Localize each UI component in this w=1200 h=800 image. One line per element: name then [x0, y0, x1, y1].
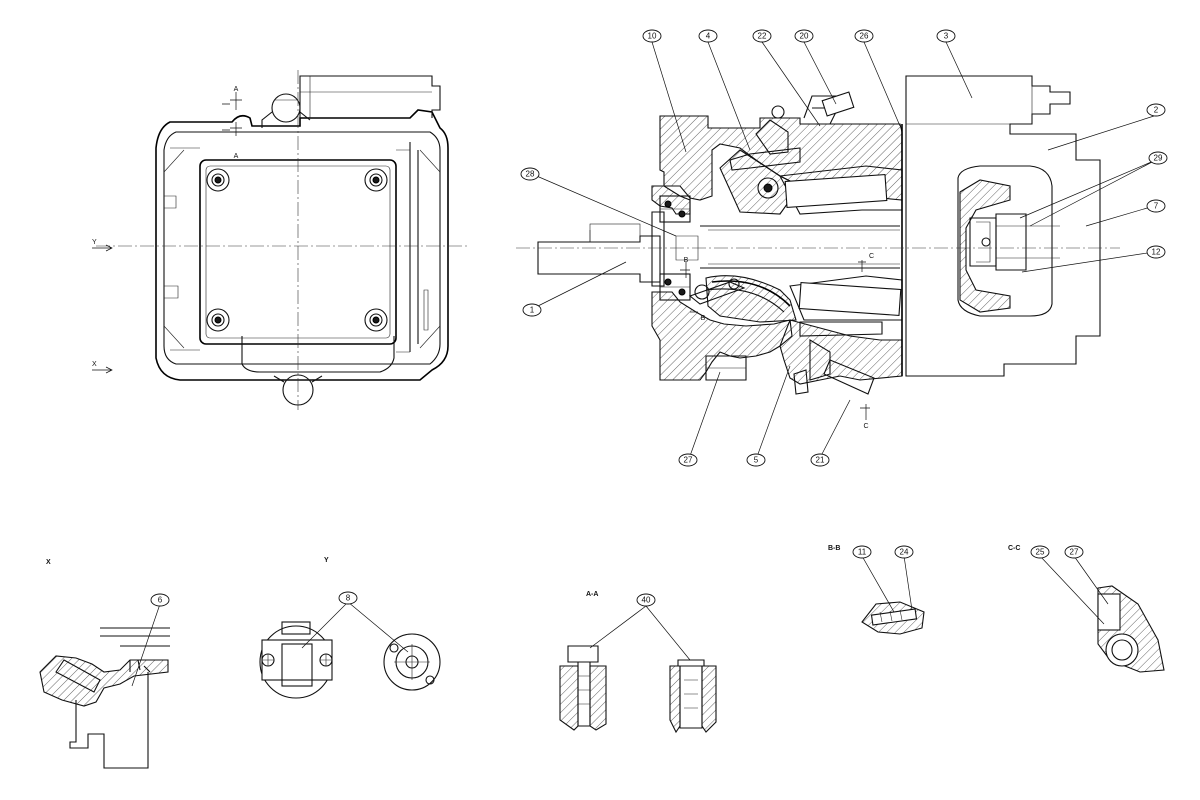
- detail-label-bb: B-B: [828, 545, 840, 552]
- balloon-12: 12: [1146, 245, 1166, 259]
- svg-text:11: 11: [858, 548, 867, 557]
- section-view: B B C C: [516, 75, 1120, 430]
- detail-label-aa: A-A: [586, 591, 598, 598]
- svg-text:22: 22: [758, 32, 767, 41]
- svg-text:3: 3: [944, 32, 949, 41]
- balloon-26: 26: [854, 29, 874, 43]
- svg-text:29: 29: [1154, 154, 1163, 163]
- balloon-3: 3: [936, 29, 956, 43]
- detail-view-bb: B-B 11 24: [828, 545, 925, 635]
- bolt-bottom-left: [206, 308, 230, 332]
- section-marker-b-top: B: [684, 257, 689, 264]
- svg-text:40: 40: [642, 596, 651, 605]
- svg-text:8: 8: [346, 594, 351, 603]
- balloon-40: 40: [636, 593, 656, 607]
- svg-text:24: 24: [900, 548, 909, 557]
- svg-text:1: 1: [530, 306, 535, 315]
- balloon-7: 7: [1146, 199, 1166, 213]
- section-marker-c-bottom: C: [863, 423, 868, 430]
- balloon-11: 11: [852, 545, 872, 559]
- svg-text:21: 21: [816, 456, 825, 465]
- svg-text:27: 27: [684, 456, 693, 465]
- section-marker-c-top: C: [869, 253, 874, 260]
- balloon-2: 2: [1146, 103, 1166, 117]
- bolt-bottom-right: [364, 308, 388, 332]
- balloon-27-cc: 27: [1064, 545, 1084, 559]
- svg-text:4: 4: [706, 32, 711, 41]
- svg-text:28: 28: [526, 170, 535, 179]
- leader-lines: [531, 41, 1157, 457]
- detail-label-x: X: [46, 559, 51, 566]
- detail-label-y: Y: [324, 557, 329, 564]
- balloon-21: 21: [810, 453, 830, 467]
- detail-view-x: X 6: [39, 559, 170, 769]
- balloon-20: 20: [794, 29, 814, 43]
- detail-label-cc: C-C: [1008, 545, 1020, 552]
- balloon-1: 1: [522, 303, 542, 317]
- svg-text:20: 20: [800, 32, 809, 41]
- view-arrow-y: Y: [92, 239, 97, 246]
- svg-text:6: 6: [158, 596, 163, 605]
- detail-view-cc: C-C 25 27: [1008, 545, 1165, 673]
- svg-text:2: 2: [1154, 106, 1159, 115]
- svg-text:7: 7: [1154, 202, 1159, 211]
- detail-view-y: Y 8: [259, 557, 441, 699]
- balloon-10: 10: [642, 29, 662, 43]
- detail-view-aa: A-A 40: [559, 591, 717, 734]
- balloon-24: 24: [894, 545, 914, 559]
- end-view: A A Y X: [92, 70, 470, 410]
- balloon-5: 5: [746, 453, 766, 467]
- balloon-29: 29: [1148, 151, 1168, 165]
- balloon-6: 6: [150, 593, 170, 607]
- section-marker-b-bottom: B: [701, 315, 706, 322]
- balloon-4: 4: [698, 29, 718, 43]
- section-marker-a-top: A: [234, 86, 239, 93]
- svg-text:10: 10: [648, 32, 657, 41]
- svg-text:5: 5: [754, 456, 759, 465]
- svg-text:12: 12: [1152, 248, 1161, 257]
- svg-text:25: 25: [1036, 548, 1045, 557]
- svg-text:26: 26: [860, 32, 869, 41]
- balloon-28: 28: [520, 167, 540, 181]
- bolt-top-right: [364, 168, 388, 192]
- svg-text:27: 27: [1070, 548, 1079, 557]
- balloon-25: 25: [1030, 545, 1050, 559]
- view-arrow-x: X: [92, 361, 97, 368]
- bolt-top-left: [206, 168, 230, 192]
- balloon-8: 8: [338, 591, 358, 605]
- balloon-22: 22: [752, 29, 772, 43]
- section-marker-a-bottom: A: [234, 153, 239, 160]
- balloon-27: 27: [678, 453, 698, 467]
